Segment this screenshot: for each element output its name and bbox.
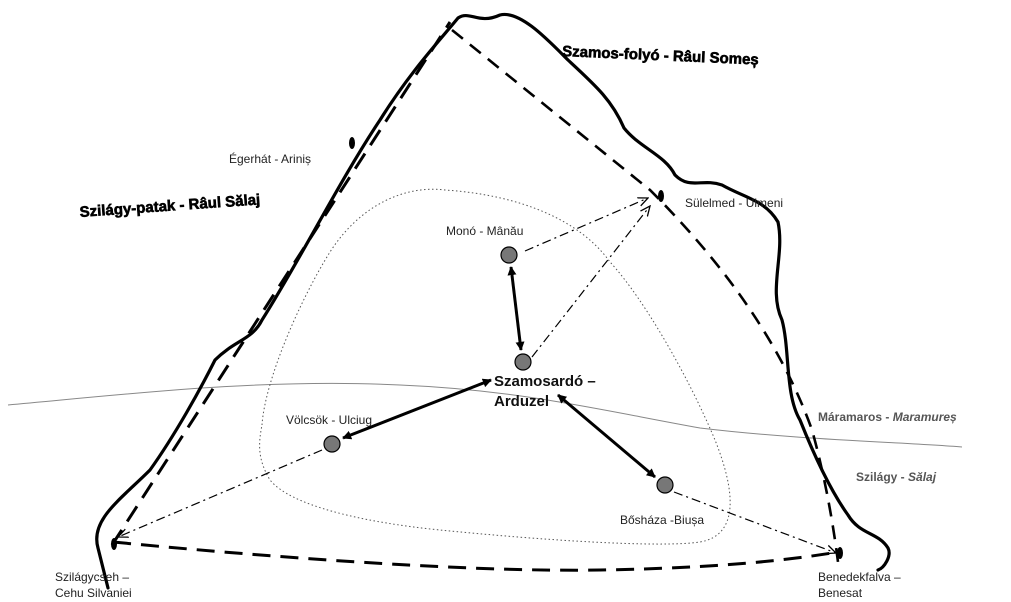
river-label-szilagy: Szilágy-patak - Râul Sălaj bbox=[79, 191, 261, 221]
link-volcsok-szamosardo bbox=[342, 378, 492, 440]
county-label-maramaros: Máramaros - Maramureș bbox=[818, 410, 957, 424]
label-szilagycseh-line1: Szilágycseh – bbox=[55, 570, 129, 584]
label-benedekfalva-line2: Benesat bbox=[818, 586, 863, 600]
label-szamosardo-line1: Szamosardó – bbox=[494, 373, 596, 390]
label-mono: Monó - Mânău bbox=[446, 224, 523, 238]
label-benedekfalva-line1: Benedekfalva – bbox=[818, 570, 901, 584]
link-mono-szamosardo bbox=[507, 266, 525, 351]
river-outline-path bbox=[95, 12, 891, 590]
county-label-maramaros-ro: Maramureș bbox=[893, 410, 957, 424]
county-label-szilagy: Szilágy - Sălaj bbox=[856, 470, 937, 484]
node-mono bbox=[500, 246, 518, 264]
label-szamosardo-line2: Arduzel bbox=[494, 393, 549, 410]
flow-szamosardo-sulelmed bbox=[531, 206, 650, 358]
node-szilagycseh bbox=[111, 538, 117, 550]
label-sulelmed: Sülelmed - Ulmeni bbox=[685, 196, 783, 210]
county-boundary-line bbox=[7, 382, 963, 448]
label-boshaza: Bősháza -Biușa bbox=[620, 513, 704, 527]
county-label-maramaros-hu: Máramaros - bbox=[818, 410, 893, 424]
link-boshaza-szamosardo bbox=[557, 393, 656, 479]
flow-mono-sulelmed bbox=[524, 198, 648, 252]
dashed-edge-north-east bbox=[451, 28, 840, 563]
node-egerhat bbox=[349, 137, 355, 149]
label-szilagycseh-line2: Cehu Silvaniei bbox=[55, 586, 132, 600]
node-boshaza bbox=[656, 476, 674, 494]
node-volcsok bbox=[323, 435, 341, 453]
catchment-boundary-dotted bbox=[259, 188, 731, 545]
county-label-szilagy-hu: Szilágy - bbox=[856, 470, 908, 484]
node-benedekfalva bbox=[837, 547, 843, 559]
dashed-edge-west bbox=[110, 21, 452, 546]
dashed-edge-south bbox=[112, 540, 839, 572]
node-szamosardo bbox=[514, 353, 532, 371]
flow-volcsok-szilagycseh bbox=[118, 449, 323, 537]
node-sulelmed bbox=[658, 190, 664, 202]
label-volcsok: Völcsök - Ulciug bbox=[286, 413, 372, 427]
label-egerhat: Égerhát - Ariniș bbox=[229, 151, 311, 166]
river-label-szamos: Szamos-folyó - Râul Someș bbox=[562, 43, 759, 69]
county-label-szilagy-ro: Sălaj bbox=[908, 470, 937, 484]
